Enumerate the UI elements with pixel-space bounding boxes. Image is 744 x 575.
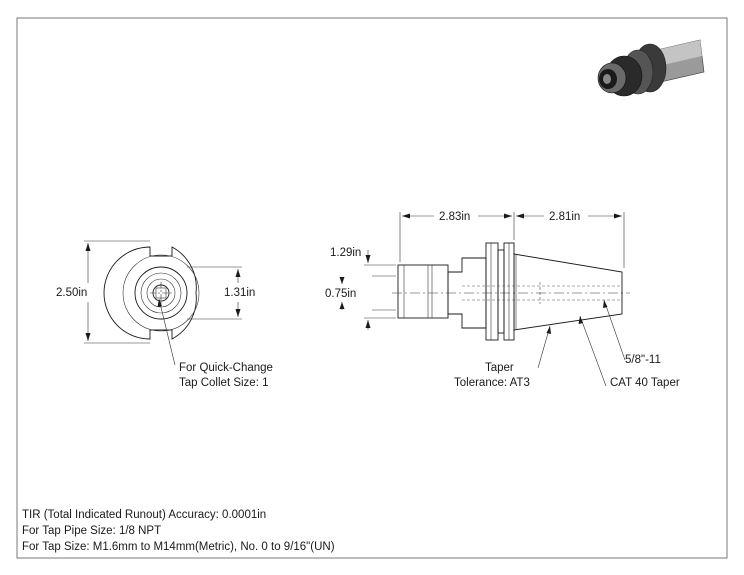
taper-label: Taper bbox=[485, 362, 514, 374]
taper-type-label: CAT 40 Taper bbox=[610, 377, 680, 389]
sheet-border bbox=[16, 17, 728, 559]
spec-notes: TIR (Total Indicated Runout) Accuracy: 0… bbox=[22, 507, 335, 555]
length-dim-2-label: 2.81in bbox=[549, 211, 580, 223]
side-view bbox=[339, 212, 630, 387]
front-view bbox=[84, 240, 242, 366]
collet-callout-line1: For Quick-Change bbox=[179, 362, 273, 374]
dim-b-label: 0.75in bbox=[325, 288, 356, 300]
isometric-thumbnail bbox=[597, 39, 705, 97]
tap-size-note: For Tap Size: M1.6mm to M14mm(Metric), N… bbox=[22, 541, 335, 553]
bore-diameter-label: 1.31in bbox=[224, 287, 255, 299]
tolerance-label: Tolerance: AT3 bbox=[454, 377, 530, 389]
thread-label: 5/8"-11 bbox=[625, 354, 661, 366]
dim-a-label: 1.29in bbox=[330, 247, 361, 259]
pipe-size-note: For Tap Pipe Size: 1/8 NPT bbox=[22, 525, 162, 537]
tir-note: TIR (Total Indicated Runout) Accuracy: 0… bbox=[22, 509, 267, 521]
length-dim-1-label: 2.83in bbox=[439, 211, 470, 223]
collet-callout-line2: Tap Collet Size: 1 bbox=[179, 377, 269, 389]
outer-diameter-label: 2.50in bbox=[56, 287, 87, 299]
